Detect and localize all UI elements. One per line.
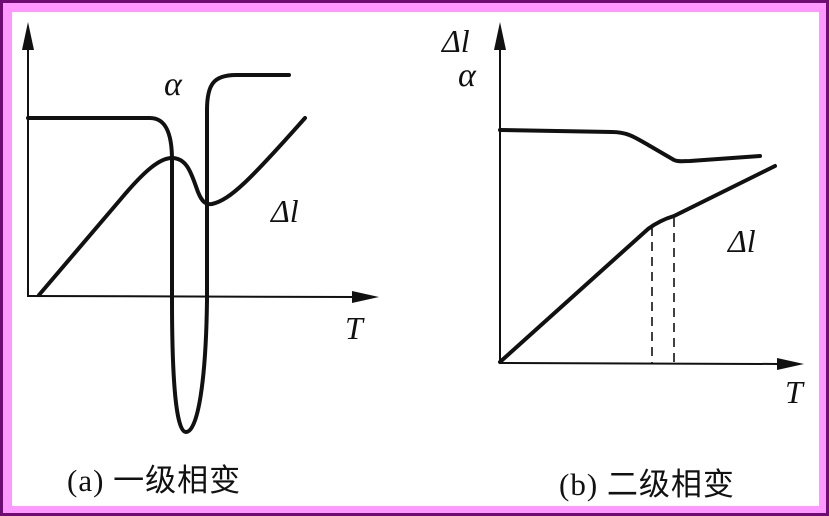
panel-b-x-axis-label: T [785,374,803,410]
panel-a-alpha-label: α [164,66,182,103]
panel-b-x-axis-arrow-icon [777,358,804,370]
panel-b [494,22,804,370]
panel-a-delta-l-curve [37,116,307,297]
panel-a-caption: (a) 一级相变 [67,463,242,498]
panel-a [22,22,379,435]
panel-b-y-axis-label-alpha: α [458,57,476,94]
panel-a-x-axis-arrow-icon [352,291,379,303]
panel-b-delta-l-curve [498,164,777,364]
panel-a-y-axis-arrow-icon [22,22,34,50]
panel-b-y-axis-label-delta-l: Δl [442,23,470,59]
panel-b-x-axis [498,362,781,365]
panel-b-alpha-curve [498,128,762,164]
panel-a-alpha-curve-left [26,116,174,302]
panel-b-caption: (b) 二级相变 [559,467,735,502]
panel-b-delta-l-label: Δl [728,223,756,259]
panel-a-x-axis [26,295,356,298]
panel-b-y-axis-arrow-icon [494,22,506,50]
panel-a-alpha-curve-right [205,73,291,302]
panel-a-alpha-spike [170,298,209,435]
panel-a-x-axis-label: T [345,310,363,346]
panel-a-delta-l-label: Δl [271,193,299,229]
figure-canvas [12,12,819,506]
